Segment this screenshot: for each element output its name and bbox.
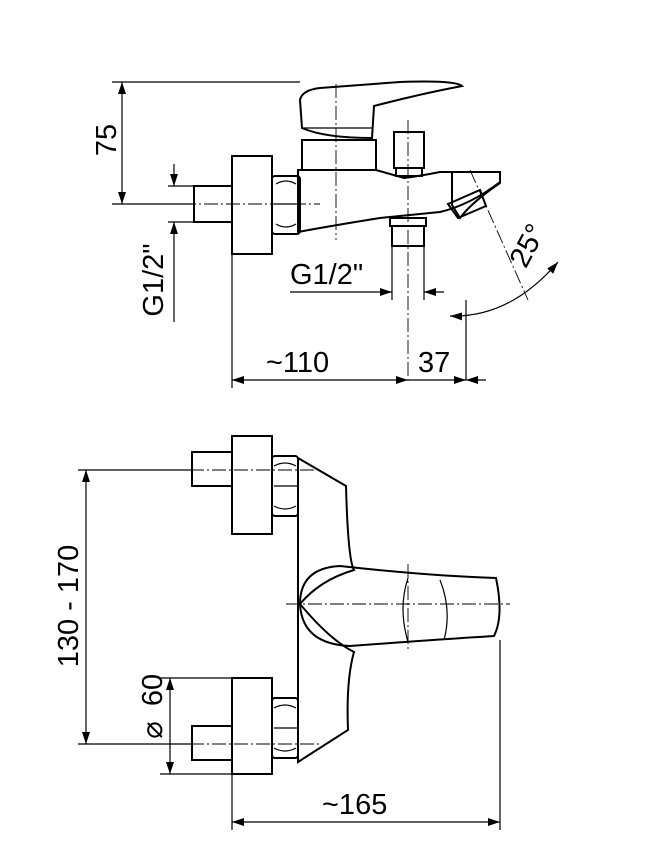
front-body [297,456,356,764]
outlet-nipple [389,217,427,227]
dim-angle: 25° [504,219,553,273]
dim-width-165: ~165 [322,789,387,821]
dim-thread-outlet: G1/2" [290,259,363,291]
top-inlet [191,451,233,487]
lever-handle [298,80,465,140]
dim-height-75: 75 [91,124,123,156]
side-view: 75 G1/2" G1/2" 25° ~110 37 [91,80,559,388]
bottom-rosette [231,677,273,775]
top-rosette [231,435,273,535]
diverter-knob [393,131,425,169]
dim-diameter: 60 [137,674,169,706]
union-nut [271,175,301,235]
dim-spout-37: 37 [418,347,450,379]
diverter-base [395,167,423,177]
aerator [446,188,488,220]
front-view: 130 - 170 60 ⌀ ~165 [53,435,510,830]
bottom-inlet [191,725,233,761]
wall-rosette [231,155,273,255]
mixer-body [297,169,501,234]
diameter-symbol: ⌀ [137,721,169,738]
dim-thread-inlet: G1/2" [138,243,170,316]
dim-depth-110: ~110 [266,347,329,379]
cartridge-neck [301,139,377,171]
dim-centers: 130 - 170 [53,545,85,668]
front-handle [298,564,501,648]
